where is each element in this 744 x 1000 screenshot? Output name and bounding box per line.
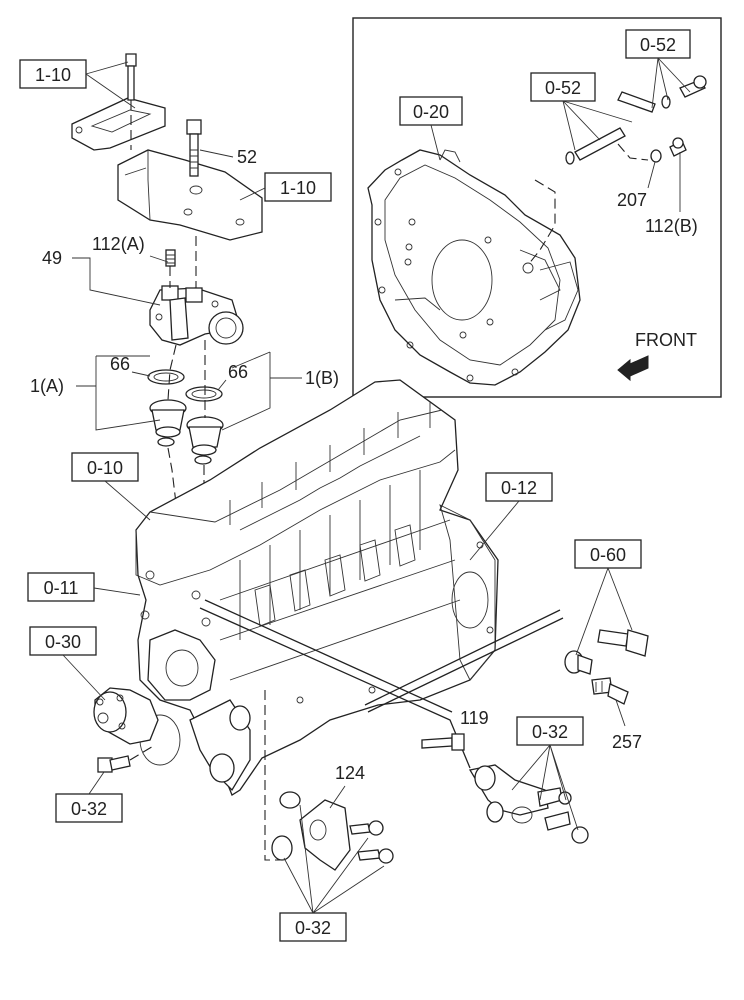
callout-207: 207	[617, 190, 647, 210]
leader-66-left	[131, 371, 151, 377]
callout-1-10-top: 1-10	[35, 65, 71, 85]
bolt-124-1	[349, 820, 384, 836]
callout-0-60: 0-60	[590, 545, 626, 565]
callout-box-1-10-top	[19, 59, 87, 89]
front-label: FRONT	[635, 330, 697, 350]
gasket-66-right	[185, 386, 223, 402]
oil-pipe	[199, 607, 471, 769]
leader-124	[329, 785, 346, 809]
callout-66-right: 66	[228, 362, 248, 382]
sensor-257	[591, 677, 629, 705]
callout-1-10-bracket: 1-10	[280, 178, 316, 198]
callout-49: 49	[42, 248, 62, 268]
thermostat-housing	[149, 285, 244, 346]
callout-1a: 1(A)	[30, 376, 64, 396]
callout-1b: 1(B)	[305, 368, 339, 388]
leader-0-32-bottom	[283, 804, 385, 914]
bolt-112a	[165, 249, 176, 267]
callout-0-32-bottom: 0-32	[295, 918, 331, 938]
callout-124: 124	[335, 763, 365, 783]
water-pump	[93, 687, 159, 745]
leader-49	[72, 257, 161, 306]
leader-1b	[221, 351, 302, 431]
lifting-bracket	[71, 53, 166, 151]
leader-0-52-top	[651, 57, 691, 109]
callout-box-0-52-mid	[530, 72, 596, 102]
callout-0-10: 0-10	[87, 458, 123, 478]
bolt-124-2	[357, 848, 394, 864]
callout-box-0-32-bottom	[279, 912, 347, 942]
callout-0-52-top: 0-52	[640, 35, 676, 55]
sensor-line	[364, 609, 561, 706]
cylinder-block	[135, 379, 499, 796]
sensor-0-60	[597, 629, 649, 657]
callout-box-0-32-right	[516, 716, 584, 746]
leader-0-52-mid	[562, 100, 633, 151]
flywheel-housing	[367, 149, 581, 386]
inset-dash-2	[617, 143, 649, 161]
callout-box-0-32-left	[55, 793, 123, 823]
leader-0-10	[104, 480, 151, 521]
leader-0-12	[469, 500, 520, 561]
inset-bolt-1	[565, 127, 626, 165]
bolt-52	[186, 119, 202, 177]
bracket-124	[271, 791, 351, 871]
gasket-66-left	[147, 369, 185, 385]
bolt-0-32-left	[97, 755, 131, 773]
callout-112a: 112(A)	[92, 234, 145, 254]
callout-0-52-mid: 0-52	[545, 78, 581, 98]
callout-0-32-right: 0-32	[532, 722, 568, 742]
callout-119: 119	[460, 708, 489, 728]
leader-257	[615, 699, 626, 727]
callout-box-0-10	[71, 452, 139, 482]
callout-box-0-60	[574, 539, 642, 569]
leader-66-right	[217, 379, 227, 391]
leader-0-11	[93, 587, 141, 596]
callout-box-0-12	[485, 472, 553, 502]
leader-0-30	[62, 654, 106, 701]
leader-1-10-bracket	[239, 187, 266, 201]
callout-52: 52	[237, 147, 257, 167]
callout-112b: 112(B)	[645, 216, 698, 236]
bracket-dash	[264, 690, 282, 861]
callout-257: 257	[612, 732, 642, 752]
mounting-bracket	[117, 149, 263, 241]
leader-0-60	[575, 567, 633, 656]
callout-0-12: 0-12	[501, 478, 537, 498]
thermostat-1b	[186, 416, 224, 465]
callout-0-30: 0-30	[45, 632, 81, 652]
leader-112a	[149, 255, 169, 263]
inset-bolt-207	[650, 137, 687, 163]
thermostat-1a	[149, 399, 187, 447]
bolt-119	[421, 733, 465, 751]
callout-0-20: 0-20	[413, 102, 449, 122]
front-arrow-icon	[617, 355, 649, 382]
callout-box-1-10-bracket	[264, 172, 332, 202]
callout-box-0-11	[27, 572, 95, 602]
callout-0-32-left: 0-32	[71, 799, 107, 819]
leader-0-32-left	[88, 771, 105, 795]
leader-207	[647, 161, 656, 189]
sensor-plug	[564, 650, 593, 675]
callout-box-0-30	[29, 626, 97, 656]
leader-0-32-right	[511, 744, 579, 831]
leader-52	[199, 149, 234, 158]
pump-dash	[129, 744, 156, 761]
callout-0-11: 0-11	[44, 578, 79, 598]
leader-0-20	[430, 124, 441, 161]
leader-1a	[76, 355, 161, 431]
inset-dash-1	[527, 179, 556, 266]
inset-panel	[352, 17, 722, 398]
callout-66-left: 66	[110, 354, 130, 374]
leader-1-10-top	[85, 61, 136, 109]
inset-bolt-2	[617, 75, 707, 113]
water-outlet-pipe	[468, 764, 589, 844]
